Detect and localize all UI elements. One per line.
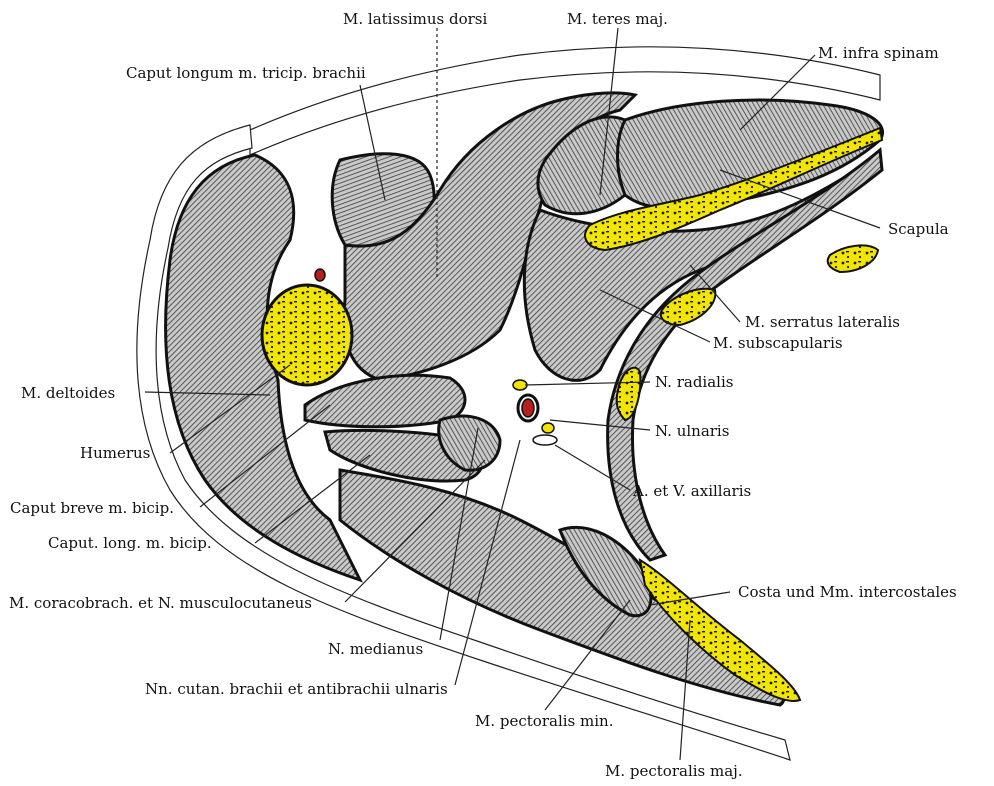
label-radialis: N. radialis	[655, 373, 733, 391]
axillary-vein	[533, 435, 557, 445]
label-caput-breve: Caput breve m. bicip.	[10, 499, 174, 517]
label-subscapularis: M. subscapularis	[713, 334, 843, 352]
ulnar-nerve	[542, 423, 554, 433]
label-medianus: N. medianus	[328, 640, 423, 658]
label-humerus: Humerus	[80, 444, 150, 462]
radial-nerve	[513, 380, 527, 390]
label-ulnaris: N. ulnaris	[655, 422, 729, 440]
label-caput-long-bicip: Caput. long. m. bicip.	[48, 534, 212, 552]
humerus-bone	[262, 285, 352, 385]
label-teres-major: M. teres maj.	[567, 10, 668, 28]
label-cutan: Nn. cutan. brachii et antibrachii ulnari…	[145, 680, 448, 698]
label-pectoralis-minor: M. pectoralis min.	[475, 712, 613, 730]
label-serratus: M. serratus lateralis	[745, 313, 900, 331]
label-coracobrach: M. coracobrach. et N. musculocutaneus	[9, 594, 312, 612]
rib-bone-mid	[661, 289, 715, 325]
rib-bone-upper	[828, 245, 878, 272]
label-caput-longum-triceps: Caput longum m. tricip. brachii	[126, 64, 366, 82]
label-deltoides: M. deltoides	[21, 384, 115, 402]
label-infraspinam: M. infra spinam	[818, 44, 939, 62]
axillary-artery-lumen	[522, 399, 534, 417]
label-latissimus: M. latissimus dorsi	[343, 10, 487, 28]
small-vessel	[315, 269, 325, 281]
label-pectoralis-major: M. pectoralis maj.	[605, 762, 743, 780]
label-costa: Costa und Mm. intercostales	[738, 583, 957, 601]
label-axillaris: A. et V. axillaris	[633, 482, 751, 500]
label-scapula: Scapula	[888, 220, 949, 238]
